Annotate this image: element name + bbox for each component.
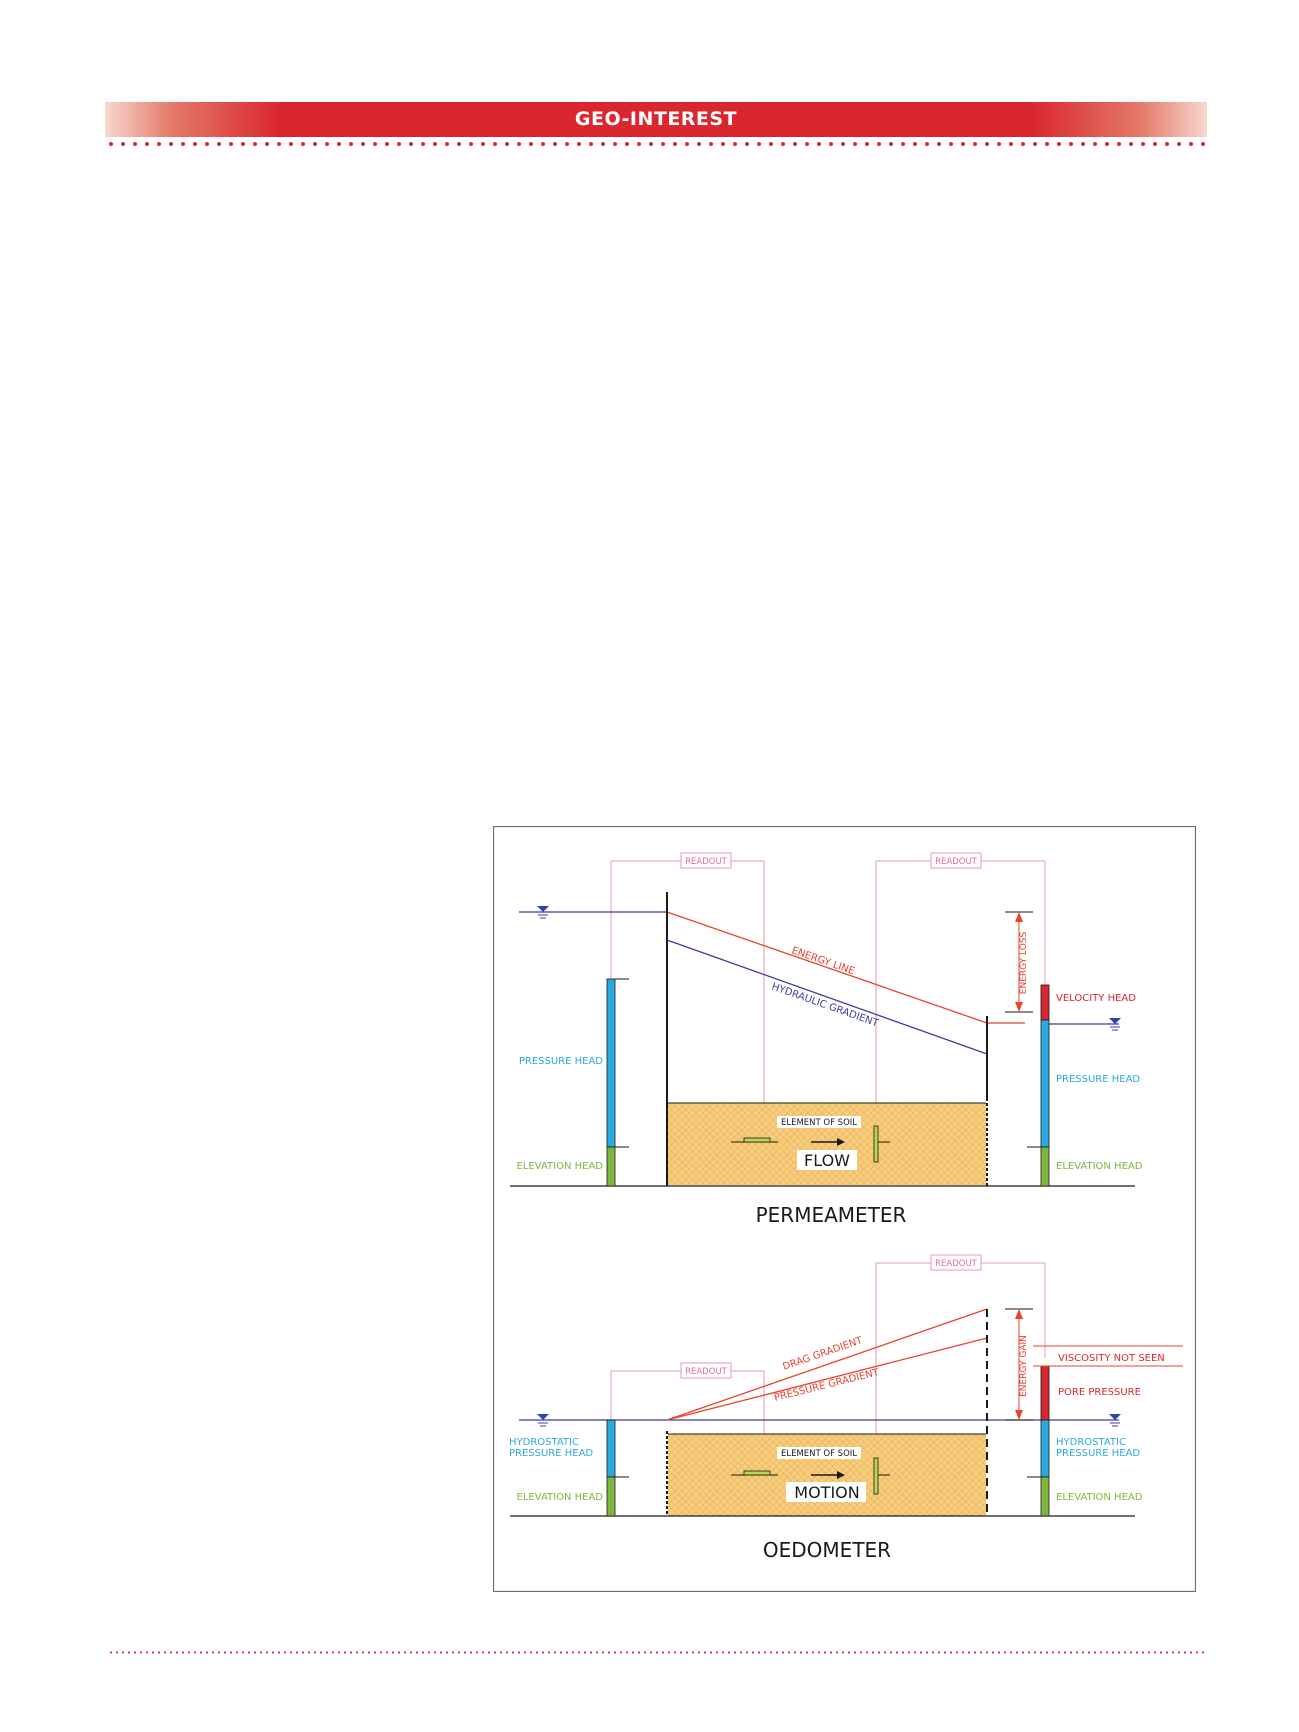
elevation-head-label-right: ELEVATION HEAD [1056, 1492, 1143, 1503]
head-diagram: READOUT READOUT ENERGY LINE HYDRAULIC GR… [493, 826, 1196, 1592]
hydrostatic-label-left-line1: HYDROSTATIC [509, 1437, 579, 1448]
elevation-head-label-left: ELEVATION HEAD [517, 1492, 604, 1503]
readout-box-right [930, 852, 982, 869]
soil-element-right [873, 1457, 879, 1495]
element-of-soil-label: ELEMENT OF SOIL [781, 1118, 857, 1128]
pressure-head-bar-right [1040, 1019, 1050, 1148]
viscosity-not-seen-label: VISCOSITY NOT SEEN [1058, 1353, 1165, 1364]
water-level-icon [537, 1414, 549, 1420]
figure-frame: READOUT READOUT ENERGY LINE HYDRAULIC GR… [493, 826, 1196, 1592]
permeameter-title: PERMEAMETER [756, 1203, 907, 1227]
section-title: GEO-INTEREST [574, 108, 738, 130]
flow-box [797, 1150, 857, 1170]
dotted-divider-top [105, 141, 1207, 147]
hydraulic-gradient-line [666, 939, 988, 1055]
water-level-icon [1109, 1414, 1121, 1420]
hydrostatic-head-bar-left [606, 1419, 616, 1478]
pore-pressure-label: PORE PRESSURE [1058, 1387, 1141, 1398]
hydrostatic-label-right-line2: PRESSURE HEAD [1056, 1448, 1140, 1459]
drag-gradient-line [666, 1308, 988, 1421]
element-of-soil-box [777, 1447, 861, 1459]
elevation-head-bar-left [606, 1146, 616, 1187]
motion-box [786, 1482, 866, 1502]
section-banner: GEO-INTEREST [105, 102, 1207, 137]
velocity-head-label: VELOCITY HEAD [1056, 993, 1136, 1004]
pressure-gradient-line [666, 1337, 988, 1421]
dotted-divider-bottom [108, 1651, 1204, 1654]
elevation-head-bar-right [1040, 1476, 1050, 1517]
pressure-head-label-left: PRESSURE HEAD [519, 1056, 603, 1067]
soil-element-left [743, 1137, 771, 1143]
pore-pressure-bar [1040, 1365, 1050, 1421]
pressure-head-bar-left [606, 978, 616, 1148]
elevation-head-bar-right [1040, 1146, 1050, 1187]
hydrostatic-label-left-line2: PRESSURE HEAD [509, 1448, 593, 1459]
elevation-head-bar-left [606, 1476, 616, 1517]
energy-line [666, 911, 988, 1024]
element-of-soil-box [777, 1116, 861, 1128]
velocity-head-bar [1040, 984, 1050, 1021]
soil-sample [668, 1103, 986, 1185]
water-level-icon [537, 906, 549, 912]
element-of-soil-label: ELEMENT OF SOIL [781, 1449, 857, 1459]
readout-label-right: READOUT [935, 1259, 978, 1269]
soil-element-left [743, 1470, 771, 1476]
hydrostatic-head-bar-right [1040, 1419, 1050, 1478]
readout-box-right [930, 1254, 982, 1271]
energy-loss-label: ENERGY LOSS [1019, 931, 1029, 994]
readout-box-left [680, 852, 732, 869]
energy-gain-label: ENERGY GAIN [1019, 1335, 1029, 1397]
readout-label-left: READOUT [685, 1367, 728, 1377]
water-level-icon [1109, 1018, 1121, 1024]
elevation-head-label-left: ELEVATION HEAD [517, 1161, 604, 1172]
soil-element-right [873, 1125, 879, 1163]
pressure-head-label-right: PRESSURE HEAD [1056, 1074, 1140, 1085]
readout-label-left: READOUT [685, 857, 728, 867]
oedometer-title: OEDOMETER [763, 1538, 891, 1562]
elevation-head-label-right: ELEVATION HEAD [1056, 1161, 1143, 1172]
motion-label: MOTION [794, 1483, 859, 1502]
readout-label-right: READOUT [935, 857, 978, 867]
hydrostatic-label-right-line1: HYDROSTATIC [1056, 1437, 1126, 1448]
flow-label: FLOW [804, 1151, 850, 1170]
readout-box-left [680, 1362, 732, 1379]
